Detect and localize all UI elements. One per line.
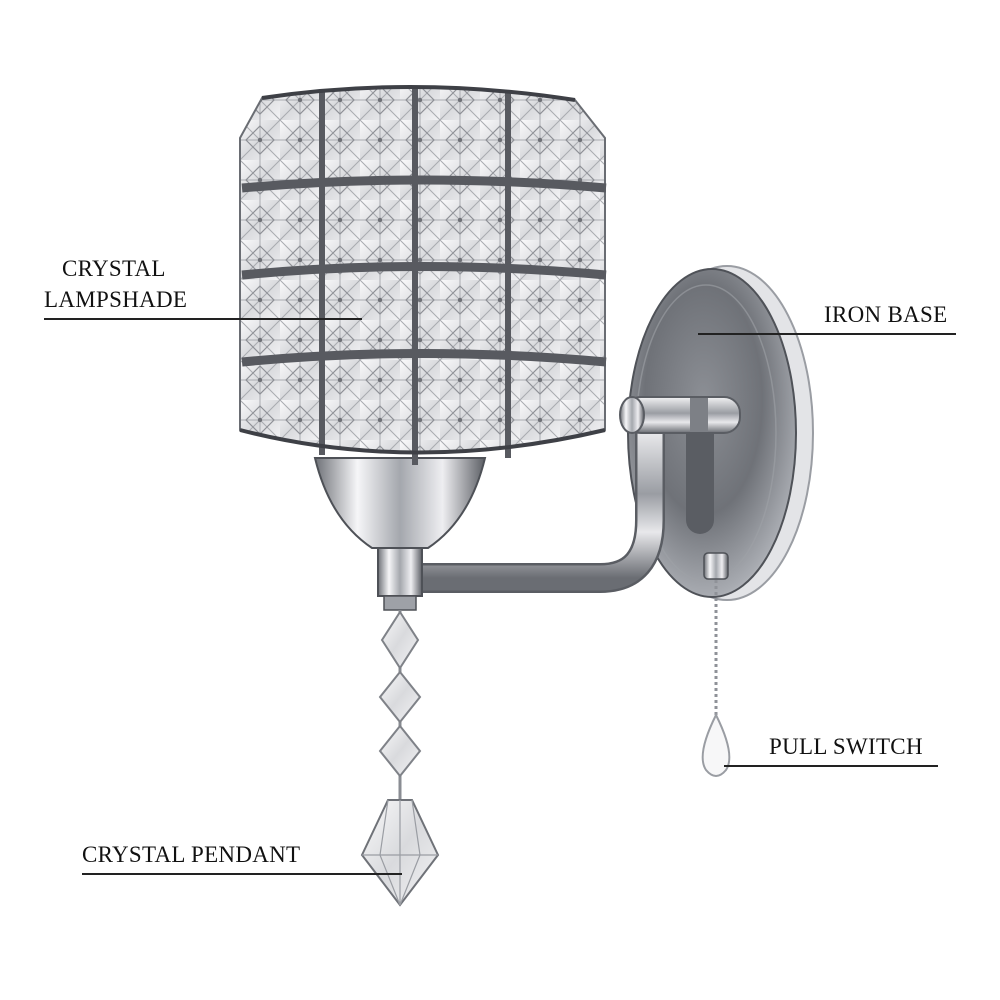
base-label: IRON BASE — [824, 302, 948, 327]
switch-label: PULL SWITCH — [769, 734, 923, 759]
lampshade-label-second: LAMPSHADE — [44, 284, 187, 315]
lampshade-leader-line — [44, 318, 362, 320]
support-arm — [403, 396, 741, 593]
base-leader-line — [698, 333, 956, 335]
pendant-leader-line — [82, 873, 402, 875]
crystal-lampshade — [239, 85, 607, 465]
switch-leader-line — [724, 765, 938, 767]
lampshade-label: CRYSTAL — [62, 253, 166, 284]
pull-switch — [701, 552, 731, 777]
lampshade-label-line2: LAMPSHADE — [44, 287, 188, 312]
pendant-label: CRYSTAL PENDANT — [82, 842, 301, 867]
crystal-pendant — [360, 610, 440, 907]
lampshade-label-line1: CRYSTAL — [62, 256, 166, 281]
lamp-holder-cup — [313, 457, 487, 611]
